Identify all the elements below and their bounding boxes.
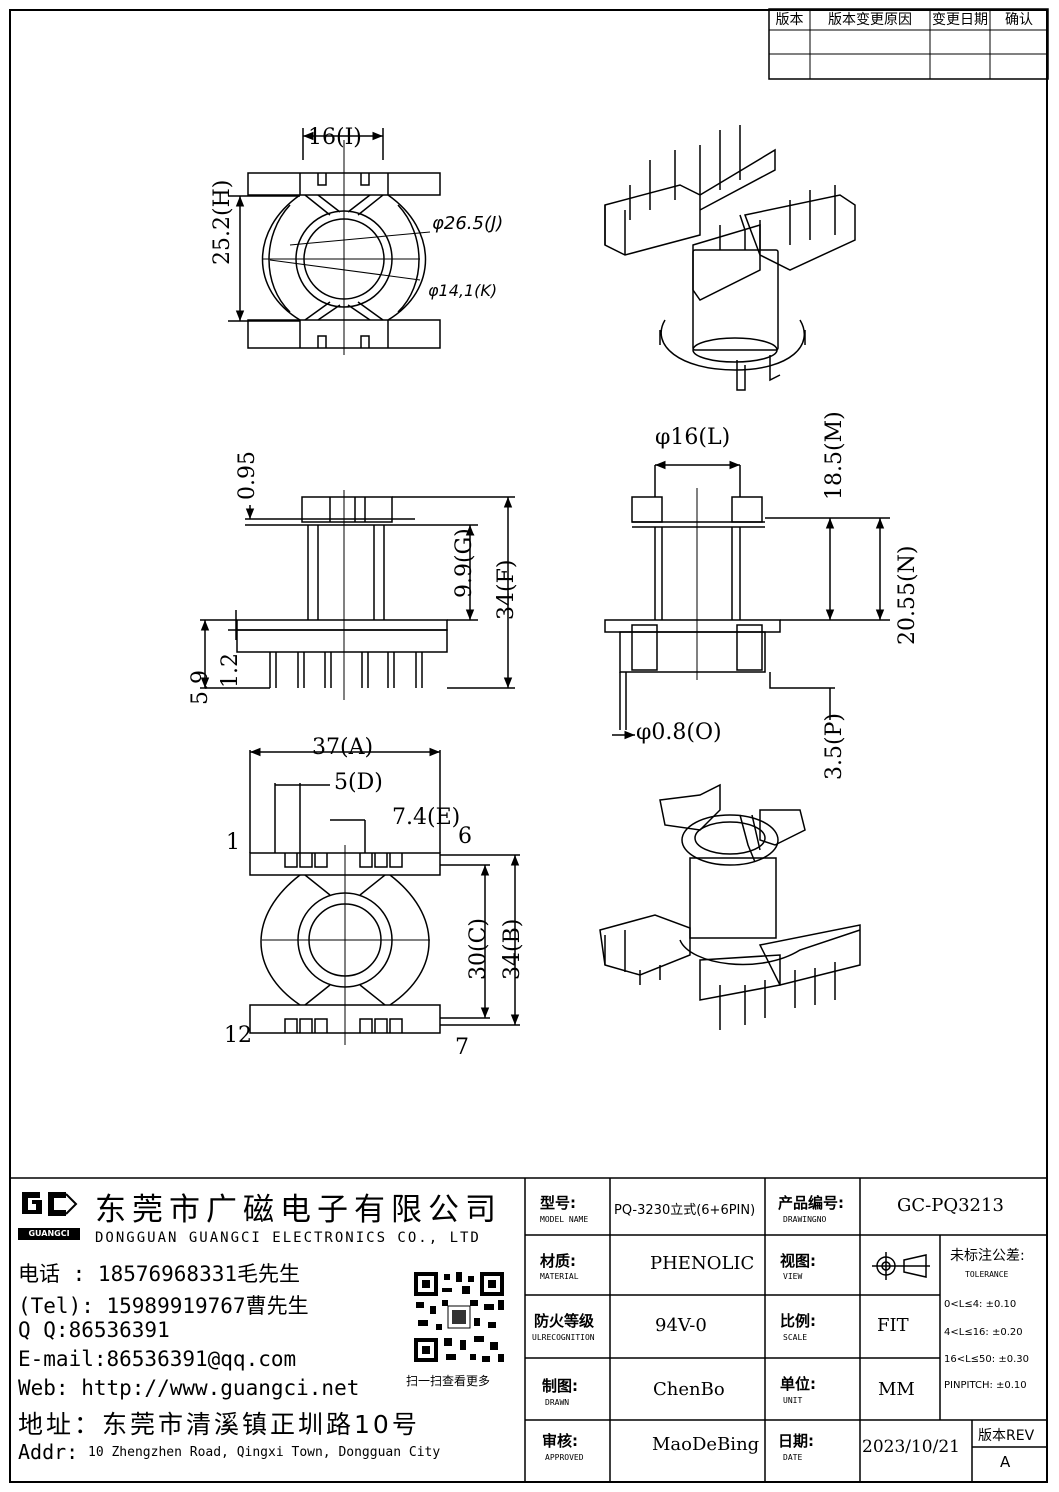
- dim-top-width: 16(I): [308, 125, 362, 150]
- contact-address-cn: 地址：东莞市清溪镇正圳路10号: [18, 1410, 420, 1439]
- qr-code[interactable]: [412, 1270, 506, 1364]
- dim-d: 5(D): [334, 770, 383, 795]
- dim-p: 3.5(P): [822, 713, 847, 780]
- contact-phone: 电话 : 18576968331毛先生: [18, 1262, 301, 1286]
- tolerance-sub: TOLERANCE: [965, 1270, 1009, 1279]
- ul-sub: ULRECOGNITION: [532, 1333, 595, 1342]
- dim-g: 9.9(G): [452, 528, 477, 598]
- pin-label-7: 7: [455, 1035, 469, 1060]
- technical-drawings: [200, 125, 890, 1045]
- pin-label-1: 1: [226, 830, 240, 855]
- dim-f: 34(F): [494, 559, 519, 620]
- rev-header-version: 版本: [775, 12, 804, 28]
- revision-table-grid: [768, 8, 1049, 80]
- dim-dia-j: φ26.5(J): [432, 213, 504, 234]
- drawn-label: 制图:: [542, 1377, 578, 1395]
- dim-dia-l: φ16(L): [655, 425, 731, 450]
- material-label: 材质:: [540, 1252, 576, 1270]
- date-value: 2023/10/21: [862, 1437, 960, 1457]
- projection-symbol-icon: [872, 1252, 932, 1280]
- dim-12: 1.2: [218, 653, 243, 688]
- contact-address-en: 10 Zhengzhen Road, Qingxi Town, Dongguan…: [88, 1445, 441, 1460]
- model-label: 型号:: [540, 1194, 576, 1212]
- dim-59: 5.9: [188, 670, 213, 705]
- ul-value: 94V-0: [655, 1315, 707, 1336]
- company-logo-text: GUANGCI: [18, 1228, 80, 1240]
- contact-address-prefix: Addr:: [18, 1440, 79, 1464]
- drawing-no-sub: DRAWINGNO: [783, 1215, 827, 1224]
- company-logo: [18, 1190, 80, 1218]
- model-value: PQ-3230立式(6+6PIN): [614, 1203, 756, 1218]
- company-name-en: DONGGUAN GUANGCI ELECTRONICS CO., LTD: [95, 1230, 481, 1246]
- scale-value: FIT: [877, 1315, 909, 1336]
- view-sub: VIEW: [783, 1272, 803, 1281]
- dim-b: 34(B): [500, 918, 525, 980]
- dim-095: 0.95: [235, 451, 260, 500]
- contact-web[interactable]: Web: http://www.guangci.net: [18, 1376, 360, 1400]
- side-view: [200, 490, 515, 700]
- dim-a: 37(A): [312, 735, 374, 760]
- unit-value: MM: [878, 1379, 915, 1400]
- drawing-no-label: 产品编号:: [778, 1194, 844, 1212]
- dim-dia-k: φ14,1(K): [428, 281, 498, 300]
- rev-header-reason: 版本变更原因: [828, 12, 912, 28]
- view-label: 视图:: [780, 1252, 816, 1270]
- material-sub: MATERIAL: [540, 1272, 579, 1281]
- tolerance-row-3: 16<L≤50: ±0.30: [944, 1354, 1029, 1365]
- tolerance-row-4: PINPITCH: ±0.10: [944, 1380, 1027, 1391]
- dim-e: 7.4(E): [392, 805, 461, 830]
- rev-value: A: [1000, 1453, 1011, 1471]
- scale-label: 比例:: [780, 1312, 816, 1330]
- date-label: 日期:: [778, 1432, 814, 1450]
- front-view: [604, 460, 890, 740]
- scale-sub: SCALE: [783, 1333, 808, 1342]
- drawing-frame: [9, 9, 1048, 1483]
- unit-label: 单位:: [780, 1375, 816, 1393]
- qr-caption: 扫一扫查看更多: [406, 1374, 491, 1388]
- tolerance-row-2: 4<L≤16: ±0.20: [944, 1327, 1023, 1338]
- drawn-sub: DRAWN: [545, 1398, 570, 1407]
- model-sub: MODEL NAME: [540, 1215, 589, 1224]
- tolerance-row-1: 0<L≤4: ±0.10: [944, 1299, 1017, 1310]
- ul-label: 防火等级: [534, 1312, 595, 1330]
- drawing-no-value: GC-PQ3213: [897, 1195, 1004, 1216]
- contact-email: E-mail:86536391@qq.com: [18, 1347, 297, 1371]
- top-view: [228, 128, 441, 355]
- contact-tel: (Tel): 15989919767曹先生: [18, 1294, 309, 1318]
- drawn-value: ChenBo: [653, 1379, 725, 1400]
- approved-label: 审核:: [542, 1432, 578, 1450]
- rev-header-date: 变更日期: [932, 12, 988, 28]
- dim-n: 20.55(N): [895, 545, 920, 645]
- iso-view-top: [604, 125, 856, 391]
- dim-c: 30(C): [466, 918, 491, 980]
- material-value: PHENOLIC: [650, 1253, 755, 1274]
- pin-label-12: 12: [224, 1023, 252, 1048]
- company-name-cn: 东莞市广磁电子有限公司: [95, 1192, 502, 1228]
- rev-label: 版本REV: [978, 1428, 1035, 1444]
- dim-m: 18.5(M): [822, 411, 847, 500]
- approved-sub: APPROVED: [545, 1453, 584, 1462]
- dim-top-height: 25.2(H): [210, 179, 235, 265]
- approved-value: MaoDeBing: [652, 1434, 760, 1455]
- iso-view-bottom: [599, 783, 861, 1030]
- dim-dia-o: φ0.8(O): [636, 720, 722, 745]
- rev-header-confirm: 确认: [1005, 12, 1033, 28]
- bottom-view: [249, 747, 520, 1045]
- pin-label-6: 6: [458, 824, 472, 849]
- contact-qq: Q Q:86536391: [18, 1318, 170, 1342]
- tolerance-label: 未标注公差:: [950, 1248, 1025, 1264]
- date-sub: DATE: [783, 1453, 803, 1462]
- unit-sub: UNIT: [783, 1396, 803, 1405]
